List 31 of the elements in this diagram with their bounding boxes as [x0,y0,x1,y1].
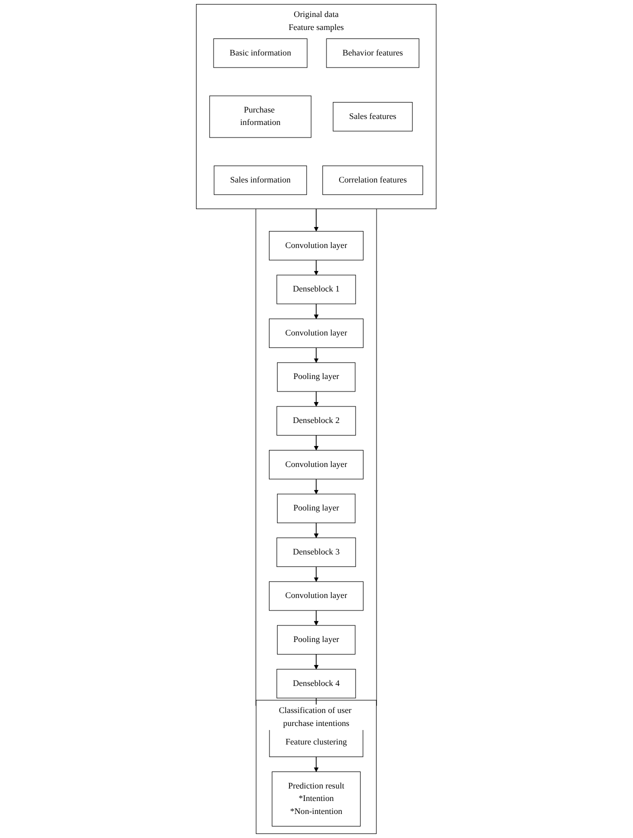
node-box: Denseblock 4 [276,668,356,698]
node-box: Pooling layer [277,625,356,655]
arrow [314,654,319,670]
node-box: Sales information [214,166,308,195]
arrow [314,434,319,450]
arrow [314,208,319,232]
node-box: Prediction result *Intention *Non-intention [272,771,361,826]
arrow [314,566,319,582]
node-box: Pooling layer [277,494,356,524]
arrow [314,304,319,320]
node-box: Convolution layer [269,581,364,611]
node-box: Basic information [214,38,308,68]
arrow [314,347,319,363]
node-box: Convolution layer [269,318,364,348]
node-box: Convolution layer [269,231,364,260]
arrow [314,478,319,494]
node-box: Convolution layer [269,450,364,480]
arrow [314,260,319,276]
node-box: Feature clustering [269,728,364,758]
node-box: Denseblock 2 [276,406,356,436]
node-box: Denseblock 1 [276,274,356,304]
arrow [314,522,319,538]
node-box: Correlation features [322,166,424,195]
node-box: Pooling layer [277,362,356,392]
node-box: Behavior features [326,38,420,68]
arrow [314,756,319,772]
node-box: Purchase information [210,96,312,138]
arrow [314,391,319,407]
node-box: Denseblock 3 [276,538,356,567]
node-box: Sales features [333,102,413,132]
arrow [314,610,319,626]
